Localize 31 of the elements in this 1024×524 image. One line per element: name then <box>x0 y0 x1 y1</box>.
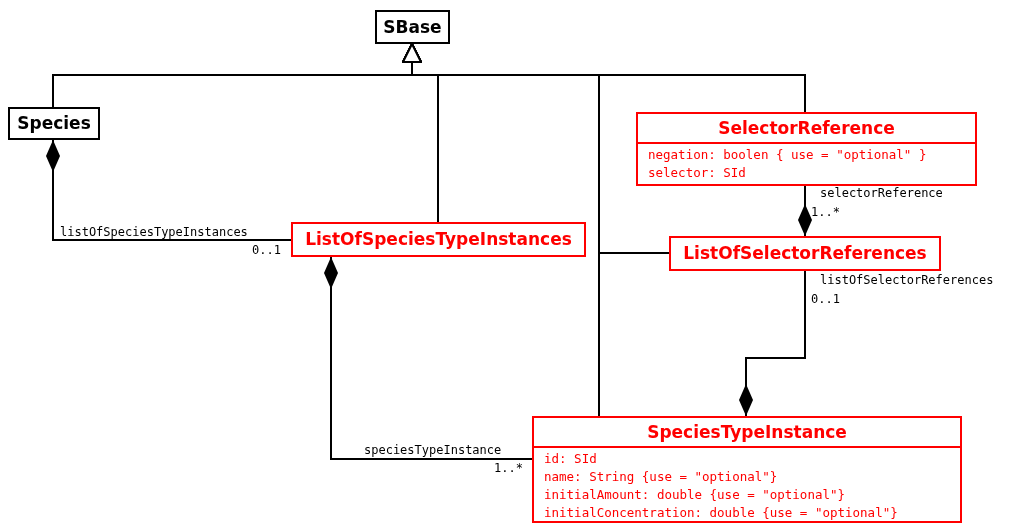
attribute-text: initialAmount: double {use = "optional"} <box>544 486 847 504</box>
attribute-text: initialConcentration: double {use = "optional"} <box>544 504 899 522</box>
role-label: listOfSpeciesTypeInstances <box>60 225 248 239</box>
multiplicity-label: 1..* <box>494 461 523 475</box>
multiplicity-label: 0..1 <box>252 243 281 257</box>
class-name: Species <box>16 112 92 135</box>
multiplicity-label: 0..1 <box>811 292 840 306</box>
attribute-text: selector: SId <box>648 164 747 182</box>
class-name: ListOfSelectorReferences <box>682 242 928 265</box>
role-label: speciesTypeInstance <box>364 443 502 457</box>
multiplicity-label: 1..* <box>811 205 840 219</box>
role-label: selectorReference <box>820 186 943 200</box>
generalization-arrow <box>402 43 670 254</box>
composition-line <box>324 256 533 460</box>
attribute-text: negation: boolen { use = "optional" } <box>648 146 928 164</box>
class-box <box>636 112 977 186</box>
composition-line <box>739 270 806 417</box>
class-box <box>532 416 962 523</box>
class-name-box <box>8 107 100 140</box>
class-name: SBase <box>382 16 443 39</box>
attribute-text: id: SId <box>544 450 598 468</box>
composition-line <box>46 139 292 241</box>
class-name-box <box>669 236 941 271</box>
class-name-box <box>291 222 586 257</box>
class-name: ListOfSpeciesTypeInstances <box>304 228 573 251</box>
class-name: SpeciesTypeInstance <box>646 421 848 444</box>
attribute-text: name: String {use = "optional"} <box>544 468 779 486</box>
composition-line <box>798 185 812 237</box>
class-name-box <box>375 10 450 44</box>
class-name: SelectorReference <box>717 117 896 140</box>
role-label: listOfSelectorReferences <box>820 273 994 287</box>
